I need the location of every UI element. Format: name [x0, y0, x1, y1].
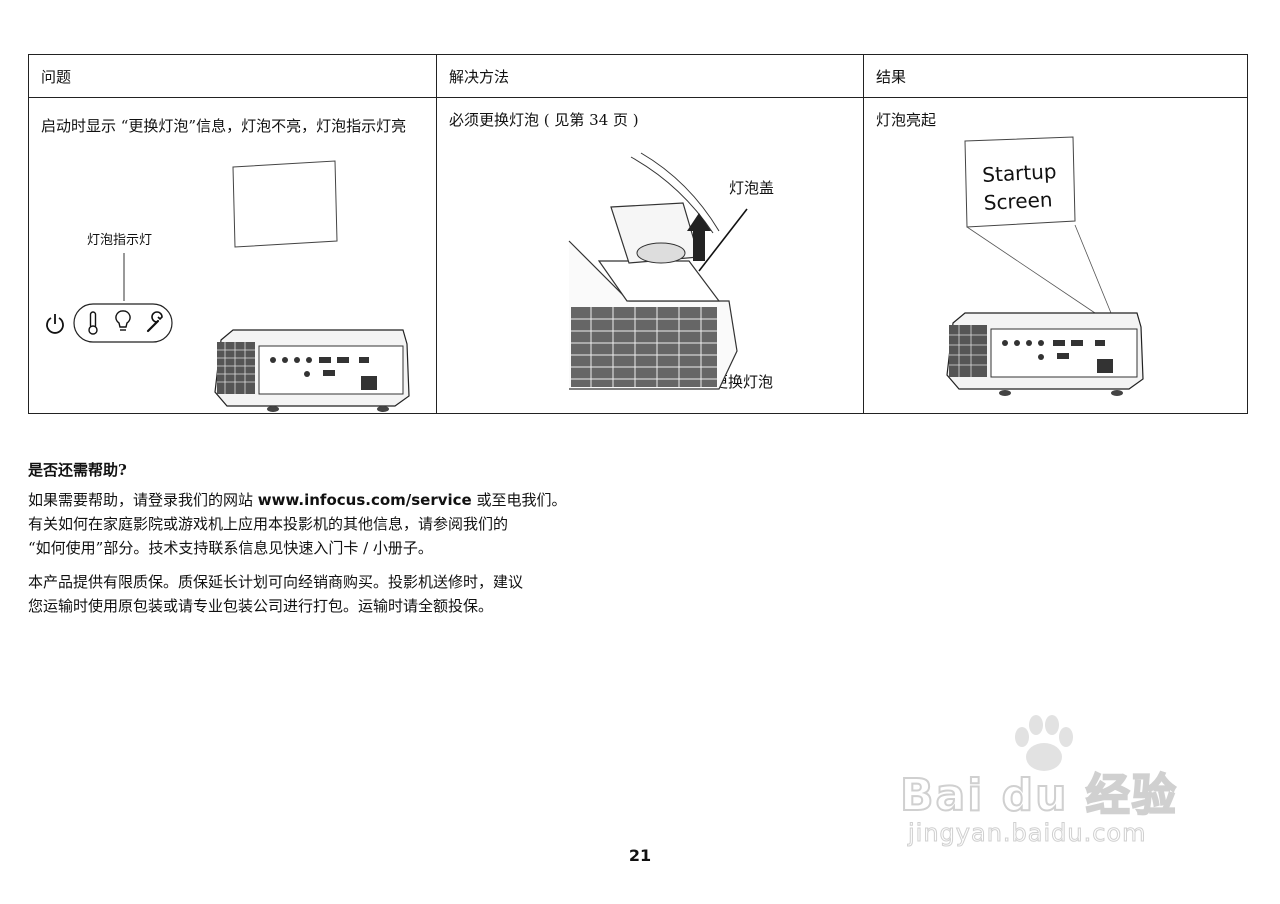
lamp-icon	[115, 310, 131, 331]
help-p3-line2: 您运输时使用原包装或请专业包装公司进行打包。运输时请全额投保。	[28, 597, 494, 615]
indicator-panel	[73, 303, 173, 343]
help-paragraph-2: 有关如何在家庭影院或游戏机上应用本投影机的其他信息，请参阅我们的 “如何使用”部…	[28, 512, 508, 560]
projector-rear-illustration	[214, 329, 410, 412]
help-p2-line1: 有关如何在家庭影院或游戏机上应用本投影机的其他信息，请参阅我们的	[28, 515, 509, 533]
column-divider	[436, 55, 437, 413]
wrench-icon	[146, 311, 163, 333]
startup-screen-text: Startup Screen	[982, 157, 1059, 217]
result-text: 灯泡亮起	[876, 111, 937, 129]
solution-text: 必须更换灯泡 ( 见第 34 页 )	[449, 111, 639, 129]
replace-lamp-callout: 更换灯泡	[713, 373, 774, 391]
blank-screen-sketch	[232, 160, 338, 248]
service-url-link[interactable]: www.infocus.com/service	[257, 491, 472, 509]
help-title: 是否还需帮助?	[28, 461, 127, 479]
callout-line	[123, 253, 125, 301]
projector-result-illustration	[946, 312, 1144, 396]
help-paragraph-3: 本产品提供有限质保。质保延长计划可向经销商购买。投影机送修时，建议 您运输时使用…	[28, 570, 523, 618]
startup-screen-sketch	[964, 136, 1076, 228]
header-result: 结果	[876, 68, 907, 86]
help-p1-tail: 或至电我们。	[471, 491, 567, 509]
help-p3-line1: 本产品提供有限质保。质保延长计划可向经销商购买。投影机送修时，建议	[28, 573, 524, 591]
header-problem: 问题	[41, 68, 72, 86]
help-paragraph-1: 如果需要帮助，请登录我们的网站 www.infocus.com/service …	[28, 488, 567, 512]
power-icon	[46, 314, 64, 334]
lamp-replacement-illustration	[568, 152, 748, 390]
watermark-brand: Bai du 经验	[899, 769, 1178, 822]
lamp-cover-callout: 灯泡盖	[729, 179, 775, 197]
problem-text: 启动时显示 “更换灯泡”信息，灯泡不亮，灯泡指示灯亮	[41, 117, 407, 135]
projection-beam	[966, 224, 1112, 314]
startup-screen-line1: Startup	[981, 159, 1058, 187]
lamp-indicator-callout: 灯泡指示灯	[87, 233, 153, 248]
help-p2-line2: “如何使用”部分。技术支持联系信息见快速入门卡 / 小册子。	[28, 539, 433, 557]
page-number: 21	[628, 846, 652, 865]
watermark-url: jingyan.baidu.com	[907, 819, 1147, 848]
temperature-icon	[88, 311, 98, 335]
table-header-row	[29, 55, 1247, 98]
troubleshooting-table: 问题 解决方法 结果 启动时显示 “更换灯泡”信息，灯泡不亮，灯泡指示灯亮 灯泡…	[28, 54, 1248, 414]
help-p1-text: 如果需要帮助，请登录我们的网站	[28, 491, 258, 509]
baidu-jingyan-watermark: Bai du 经验 jingyan.baidu.com	[899, 715, 1220, 865]
paw-logo-icon	[1015, 715, 1073, 771]
startup-screen-line2: Screen	[983, 187, 1054, 215]
header-solution: 解决方法	[449, 68, 510, 86]
column-divider	[863, 55, 864, 413]
